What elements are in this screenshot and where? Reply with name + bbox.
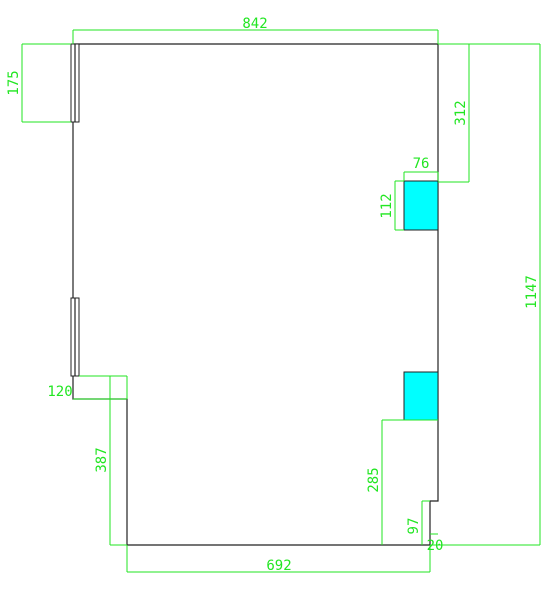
dim-top-width: 842 [242,16,267,32]
dim-step-width: 20 [427,538,444,554]
dim-total-height: 1147 [524,275,540,309]
dim-left-lower-height: 387 [94,447,110,472]
column-lower [403,371,439,421]
dim-column-height: 112 [379,193,395,218]
dim-right-upper-offset: 312 [453,100,469,125]
dim-right-lower-height: 285 [366,467,382,492]
dim-step-height: 97 [406,518,422,535]
column-upper [403,180,439,231]
dim-bottom-width: 692 [266,558,291,574]
dimension-lines [21,29,541,573]
dim-top-left-window: 175 [6,70,22,95]
dim-left-notch: 120 [47,384,72,400]
dim-column-width: 76 [413,156,430,172]
